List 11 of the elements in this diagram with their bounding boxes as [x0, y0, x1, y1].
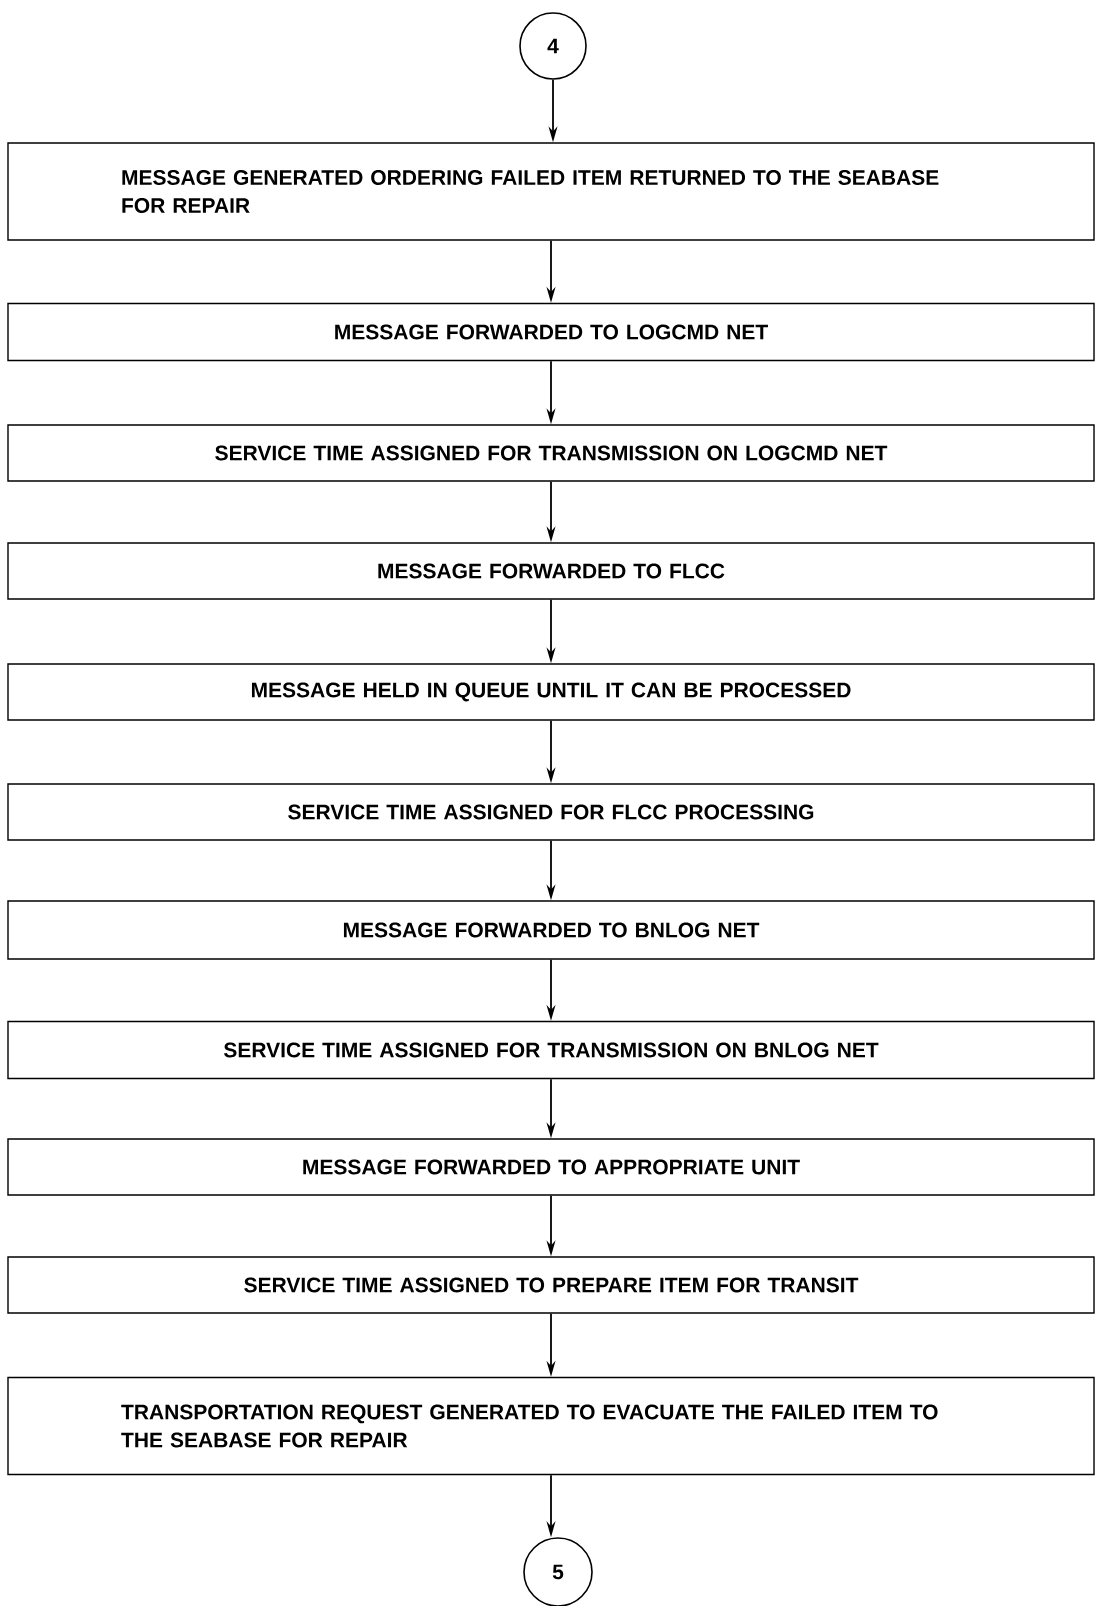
- process-box: MESSAGE FORWARDED TO BNLOG NET: [7, 900, 1095, 960]
- process-box: TRANSPORTATION REQUEST GENERATED TO EVACUATE THE FAILED ITEM TO THE SEABASE FOR REPAIR: [7, 1376, 1095, 1476]
- process-box: MESSAGE GENERATED ORDERING FAILED ITEM RETURNED TO THE SEABASE FOR REPAIR: [7, 142, 1095, 241]
- process-box: MESSAGE HELD IN QUEUE UNTIL IT CAN BE PROCESSED: [7, 663, 1095, 721]
- process-box: SERVICE TIME ASSIGNED FOR FLCC PROCESSING: [7, 783, 1095, 841]
- process-box: SERVICE TIME ASSIGNED TO PREPARE ITEM FOR TRANSIT: [7, 1256, 1095, 1314]
- process-box: MESSAGE FORWARDED TO FLCC: [7, 542, 1095, 600]
- process-box: MESSAGE FORWARDED TO LOGCMD NET: [7, 302, 1095, 362]
- process-box: SERVICE TIME ASSIGNED FOR TRANSMISSION ON BNLOG NET: [7, 1020, 1095, 1080]
- process-box: MESSAGE FORWARDED TO APPROPRIATE UNIT: [7, 1138, 1095, 1196]
- process-box: SERVICE TIME ASSIGNED FOR TRANSMISSION ON LOGCMD NET: [7, 424, 1095, 482]
